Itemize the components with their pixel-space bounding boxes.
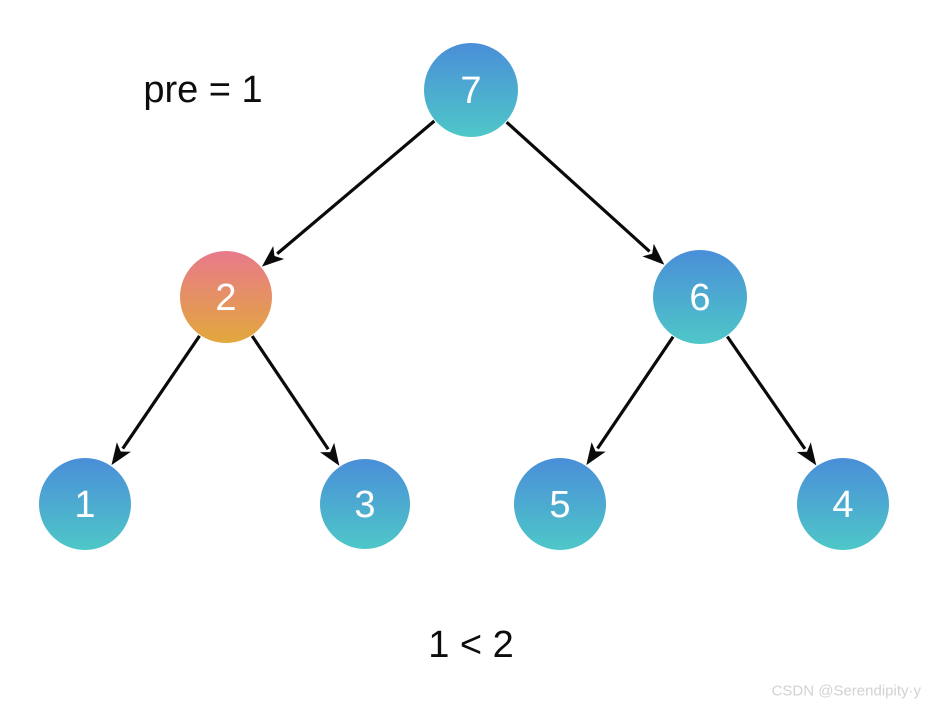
tree-node-5-circle[interactable] xyxy=(514,458,606,550)
edge-7-to-6-line xyxy=(505,121,651,253)
tree-node-2[interactable]: 2 xyxy=(180,251,272,343)
tree-node-5[interactable]: 5 xyxy=(514,458,606,550)
tree-node-1-label: 1 xyxy=(74,484,95,526)
tree-node-1-circle[interactable] xyxy=(39,458,131,550)
edge-7-to-2-line xyxy=(276,119,436,255)
tree-node-4-label: 4 xyxy=(832,484,853,526)
tree-node-4-circle[interactable] xyxy=(797,458,889,550)
tree-node-7[interactable]: 7 xyxy=(424,43,518,137)
tree-node-5-label: 5 xyxy=(549,484,570,526)
edge-6-to-4 xyxy=(725,335,817,466)
csdn-watermark: CSDN @Serendipity·y xyxy=(772,683,922,700)
edge-7-to-2-arrowhead-icon xyxy=(261,245,285,267)
edge-2-to-3 xyxy=(250,335,340,466)
edge-7-to-6-arrowhead-icon xyxy=(642,243,665,265)
node-layer: 7 2 6 1 3 5 4 xyxy=(39,43,889,550)
tree-node-3-circle[interactable] xyxy=(320,459,410,549)
edge-layer xyxy=(111,119,817,466)
edge-2-to-3-arrowhead-icon xyxy=(320,442,340,466)
edge-7-to-2 xyxy=(261,119,436,267)
edge-6-to-4-line xyxy=(725,335,807,450)
edge-6-to-5 xyxy=(586,335,675,466)
tree-node-6-circle[interactable] xyxy=(653,250,747,344)
comparison-caption: 1 < 2 xyxy=(428,624,514,666)
edge-7-to-6 xyxy=(505,121,665,265)
edge-6-to-5-line xyxy=(596,335,675,450)
edge-2-to-1-arrowhead-icon xyxy=(111,442,131,466)
edge-2-to-1-line xyxy=(121,334,201,450)
edge-6-to-5-arrowhead-icon xyxy=(586,442,606,466)
edge-2-to-3-line xyxy=(250,335,330,451)
tree-node-7-label: 7 xyxy=(460,70,481,112)
tree-node-3-label: 3 xyxy=(354,484,375,526)
edge-6-to-4-arrowhead-icon xyxy=(796,442,817,466)
tree-node-3[interactable]: 3 xyxy=(320,459,410,549)
tree-node-2-label: 2 xyxy=(215,277,236,319)
edge-2-to-1 xyxy=(111,334,201,466)
tree-node-6-label: 6 xyxy=(689,277,710,319)
tree-node-7-circle[interactable] xyxy=(424,43,518,137)
pre-value-annotation: pre = 1 xyxy=(143,69,262,111)
tree-node-4[interactable]: 4 xyxy=(797,458,889,550)
tree-node-1[interactable]: 1 xyxy=(39,458,131,550)
tree-node-2-circle[interactable] xyxy=(180,251,272,343)
tree-node-6[interactable]: 6 xyxy=(653,250,747,344)
